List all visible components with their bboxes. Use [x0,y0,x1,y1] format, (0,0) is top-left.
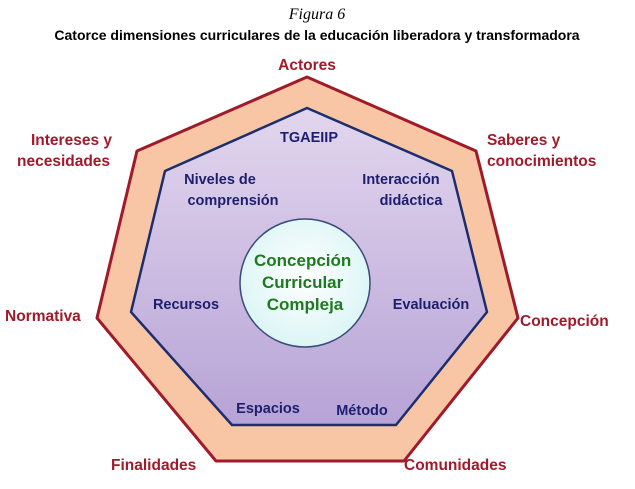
inner-label-interaccion: Interacción didáctica [362,172,443,209]
inner-label-tgaeiip: TGAEIIP [280,130,338,146]
center-label: Concepción Curricular Compleja [254,251,356,314]
outer-label-finalidades: Finalidades [111,457,196,474]
outer-label-actores: Actores [278,57,336,74]
outer-label-normativa: Normativa [5,308,81,325]
inner-label-recursos: Recursos [153,297,219,313]
outer-label-concepcion: Concepción [520,313,609,330]
inner-label-evaluacion: Evaluación [393,297,470,313]
inner-label-niveles: Niveles de comprensión [184,172,278,209]
outer-label-comunidades: Comunidades [404,457,506,474]
figure-label: Figura 6 [288,6,345,23]
outer-label-saberes: Saberes y conocimientos [487,132,596,170]
figure-title: Catorce dimensiones curriculares de la e… [54,27,579,43]
outer-label-intereses: Intereses y necesidades [17,132,116,170]
inner-label-metodo: Método [336,403,388,419]
center-circle [239,218,371,348]
inner-label-espacios: Espacios [236,401,300,417]
